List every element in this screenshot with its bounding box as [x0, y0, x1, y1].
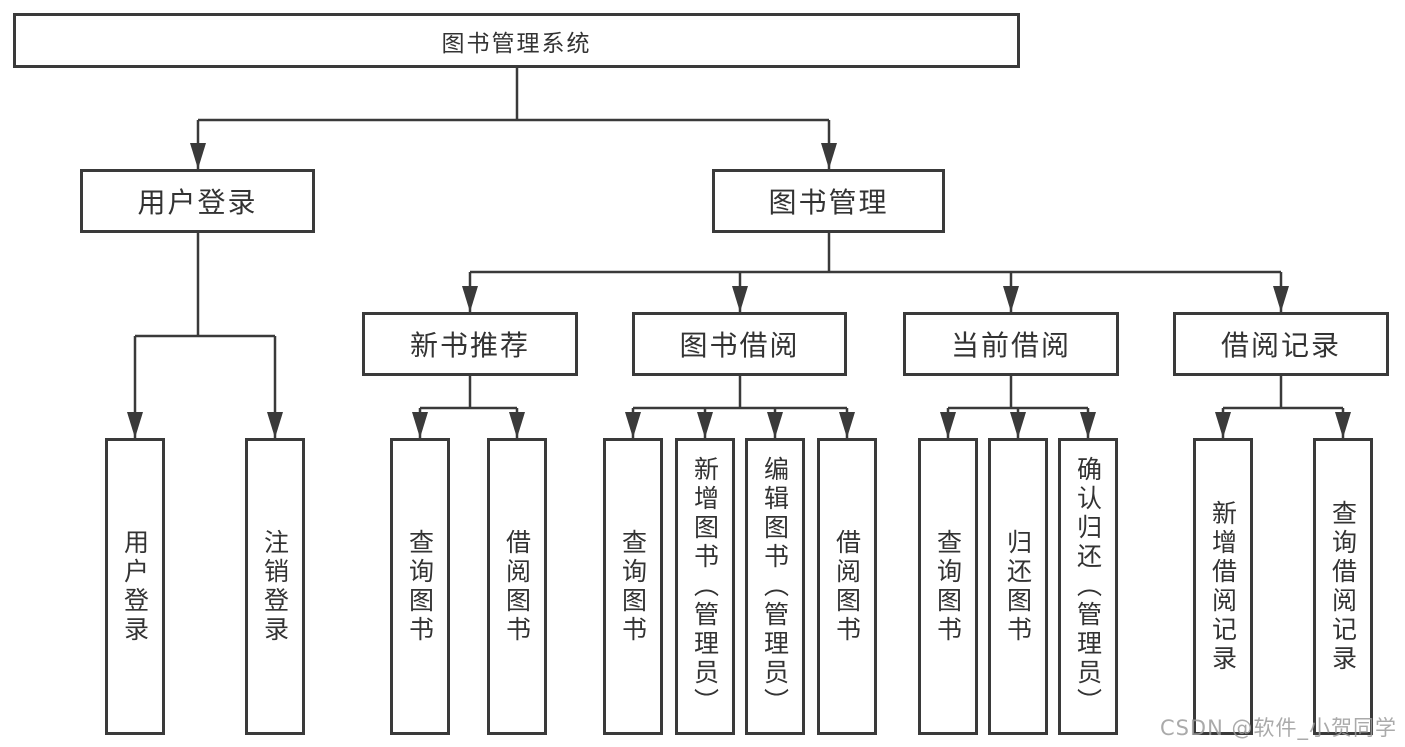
- leaf-cb-confirm-return-admin-label: 确认归还（管理员）: [1073, 456, 1103, 717]
- leaf-bb-add-book-admin: 新增图书（管理员）: [675, 438, 735, 735]
- leaf-bb-borrow-books-label: 借阅图书: [832, 528, 862, 645]
- node-root-label: 图书管理系统: [441, 30, 592, 57]
- node-borrowing-records: 借阅记录: [1173, 312, 1389, 376]
- node-current-borrowing-label: 当前借阅: [950, 329, 1071, 362]
- leaf-bb-query-books: 查询图书: [603, 438, 663, 735]
- leaf-logout-label: 注销登录: [260, 528, 290, 645]
- leaf-bb-edit-book-admin-label: 编辑图书（管理员）: [760, 456, 790, 717]
- leaf-bb-query-books-label: 查询图书: [618, 528, 648, 645]
- leaf-cb-confirm-return-admin: 确认归还（管理员）: [1058, 438, 1118, 735]
- leaf-user-login: 用户登录: [105, 438, 165, 735]
- leaf-user-login-label: 用户登录: [120, 528, 150, 645]
- node-user-login-label: 用户登录: [137, 186, 258, 219]
- node-borrowing-records-label: 借阅记录: [1220, 329, 1341, 362]
- csdn-watermark: CSDN @软件_小贺同学: [1159, 716, 1397, 740]
- leaf-bb-edit-book-admin: 编辑图书（管理员）: [745, 438, 805, 735]
- leaf-cb-query-books: 查询图书: [918, 438, 978, 735]
- leaf-nb-query-books: 查询图书: [390, 438, 450, 735]
- node-new-book-recommend: 新书推荐: [362, 312, 578, 376]
- leaf-bb-add-book-admin-label: 新增图书（管理员）: [690, 456, 720, 717]
- leaf-nb-borrow-books-label: 借阅图书: [502, 528, 532, 645]
- node-current-borrowing: 当前借阅: [903, 312, 1119, 376]
- node-book-borrowing-label: 图书借阅: [679, 329, 800, 362]
- leaf-cb-return-books-label: 归还图书: [1003, 528, 1033, 645]
- node-user-login: 用户登录: [80, 169, 315, 233]
- leaf-nb-borrow-books: 借阅图书: [487, 438, 547, 735]
- node-book-borrowing: 图书借阅: [632, 312, 847, 376]
- leaf-cb-query-books-label: 查询图书: [933, 528, 963, 645]
- node-book-management-label: 图书管理: [768, 186, 889, 219]
- node-book-management: 图书管理: [712, 169, 945, 233]
- leaf-logout: 注销登录: [245, 438, 305, 735]
- leaf-br-add-record-label: 新增借阅记录: [1208, 499, 1238, 674]
- leaf-br-add-record: 新增借阅记录: [1193, 438, 1253, 735]
- node-root: 图书管理系统: [13, 13, 1020, 68]
- leaf-bb-borrow-books: 借阅图书: [817, 438, 877, 735]
- leaf-cb-return-books: 归还图书: [988, 438, 1048, 735]
- leaf-nb-query-books-label: 查询图书: [405, 528, 435, 645]
- leaf-br-query-record: 查询借阅记录: [1313, 438, 1373, 735]
- leaf-br-query-record-label: 查询借阅记录: [1328, 499, 1358, 674]
- node-new-book-recommend-label: 新书推荐: [409, 329, 530, 362]
